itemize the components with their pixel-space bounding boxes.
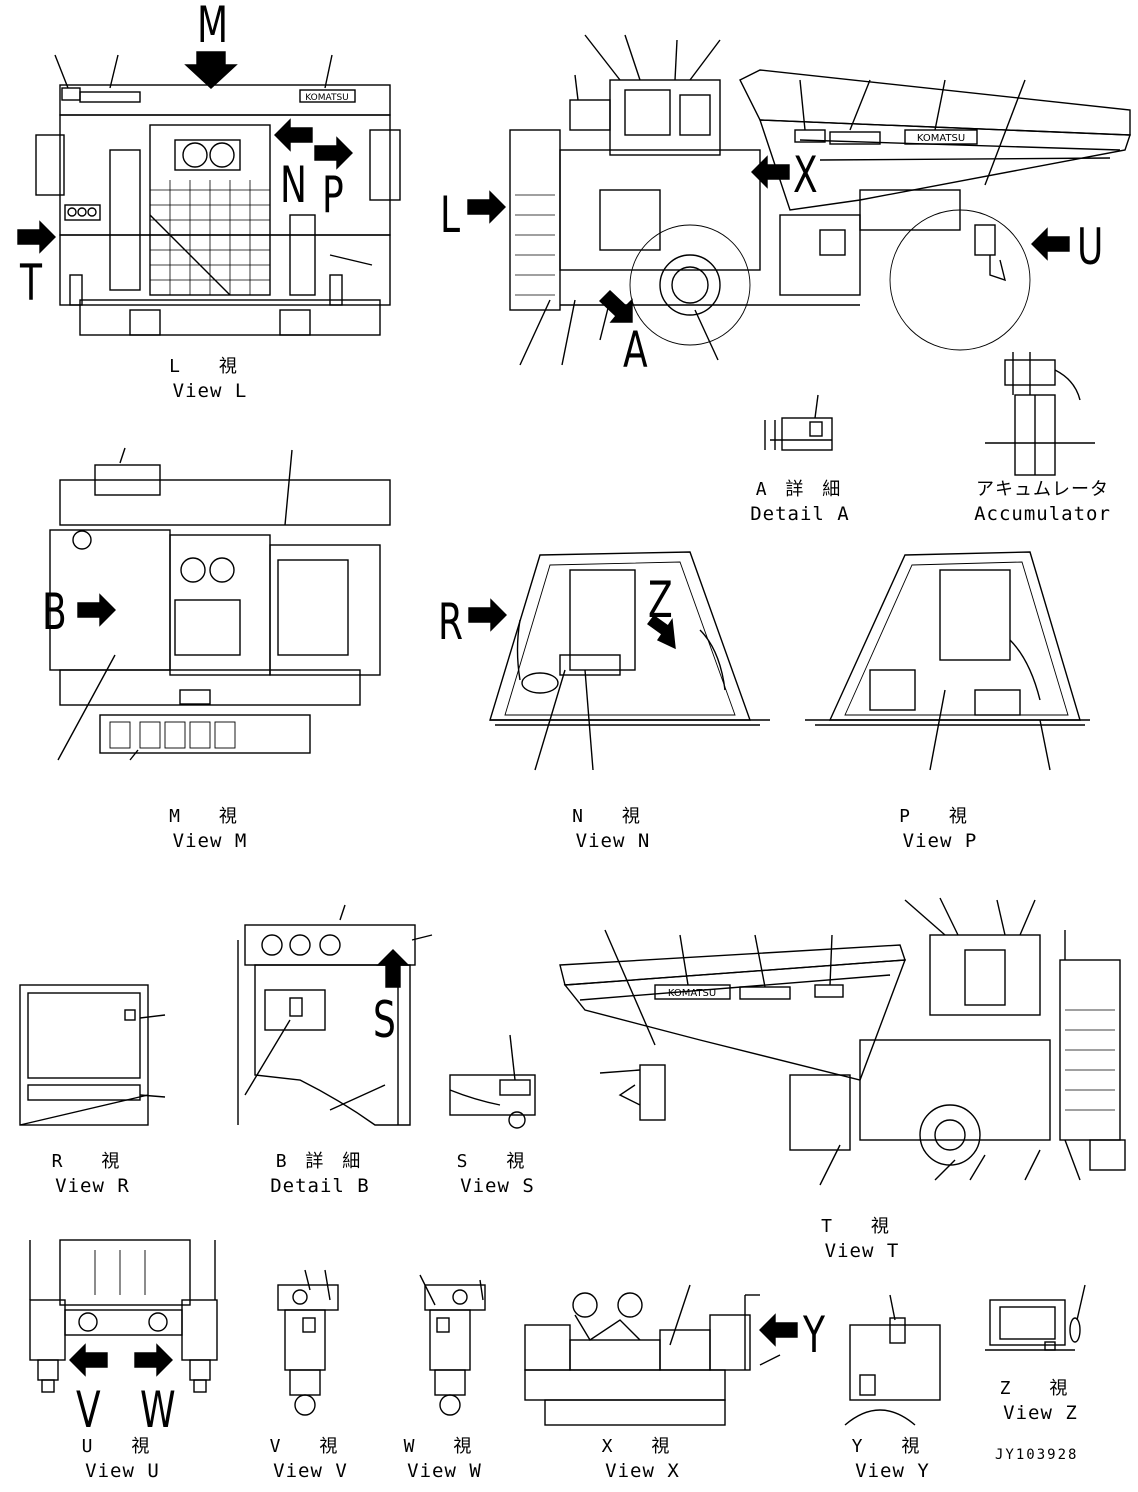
arrow-t-right — [17, 220, 56, 254]
arrow-n-left — [274, 118, 313, 152]
letter-l: L — [440, 186, 461, 244]
arrow-r-right — [468, 598, 507, 632]
letter-u: U — [1077, 218, 1104, 276]
letter-b: B — [42, 583, 67, 641]
letter-t: T — [20, 254, 42, 312]
komatsu-logo-l: KOMATSU — [305, 93, 349, 103]
accumulator-drawing — [985, 352, 1095, 476]
view-z-drawing — [985, 1284, 1086, 1351]
arrow-a — [598, 290, 633, 323]
arrow-u-left — [1031, 227, 1070, 261]
arrow-z — [647, 615, 676, 650]
view-p-drawing — [805, 551, 1090, 771]
arrow-l-right — [467, 190, 506, 224]
view-u-drawing — [29, 1239, 218, 1393]
arrow-w-right — [134, 1343, 173, 1377]
view-n-drawing — [468, 551, 770, 771]
arrow-y-left — [759, 1313, 798, 1347]
detail-b-drawing — [237, 904, 433, 1126]
arrow-x-left — [751, 155, 790, 189]
komatsu-logo-side: KOMATSU — [917, 133, 965, 144]
view-s-drawing — [449, 1034, 536, 1129]
arrow-b-right — [77, 593, 116, 627]
letter-x: X — [793, 146, 818, 204]
letter-n: N — [280, 156, 307, 214]
view-l-drawing: KOMATSU — [17, 51, 401, 336]
view-w-drawing — [419, 1274, 486, 1416]
arrow-m-down — [184, 51, 238, 89]
side-view-drawing: KOMATSU — [467, 34, 1131, 366]
letter-p: P — [322, 166, 344, 224]
komatsu-logo-t: KOMATSU — [668, 988, 716, 999]
view-x-drawing — [524, 1284, 798, 1426]
letter-m: M — [197, 0, 229, 54]
letter-s: S — [373, 991, 396, 1049]
letter-y: Y — [803, 1306, 825, 1364]
letter-r: R — [438, 593, 464, 651]
letter-w: W — [140, 1381, 176, 1439]
letter-z: Z — [648, 571, 673, 629]
view-v-drawing — [277, 1269, 339, 1416]
view-t-drawing: KOMATSU — [559, 897, 1126, 1186]
arrow-p-right — [314, 136, 353, 170]
drawing-code: JY103928 — [995, 1447, 1079, 1463]
arrow-s-up — [376, 949, 410, 988]
view-y-drawing — [844, 1294, 941, 1426]
view-m-drawing — [49, 447, 391, 761]
detail-a-drawing — [764, 394, 833, 451]
arrow-v-left — [69, 1343, 108, 1377]
letter-v: V — [76, 1381, 101, 1439]
view-r-drawing — [19, 984, 166, 1126]
letter-a: A — [623, 321, 648, 379]
